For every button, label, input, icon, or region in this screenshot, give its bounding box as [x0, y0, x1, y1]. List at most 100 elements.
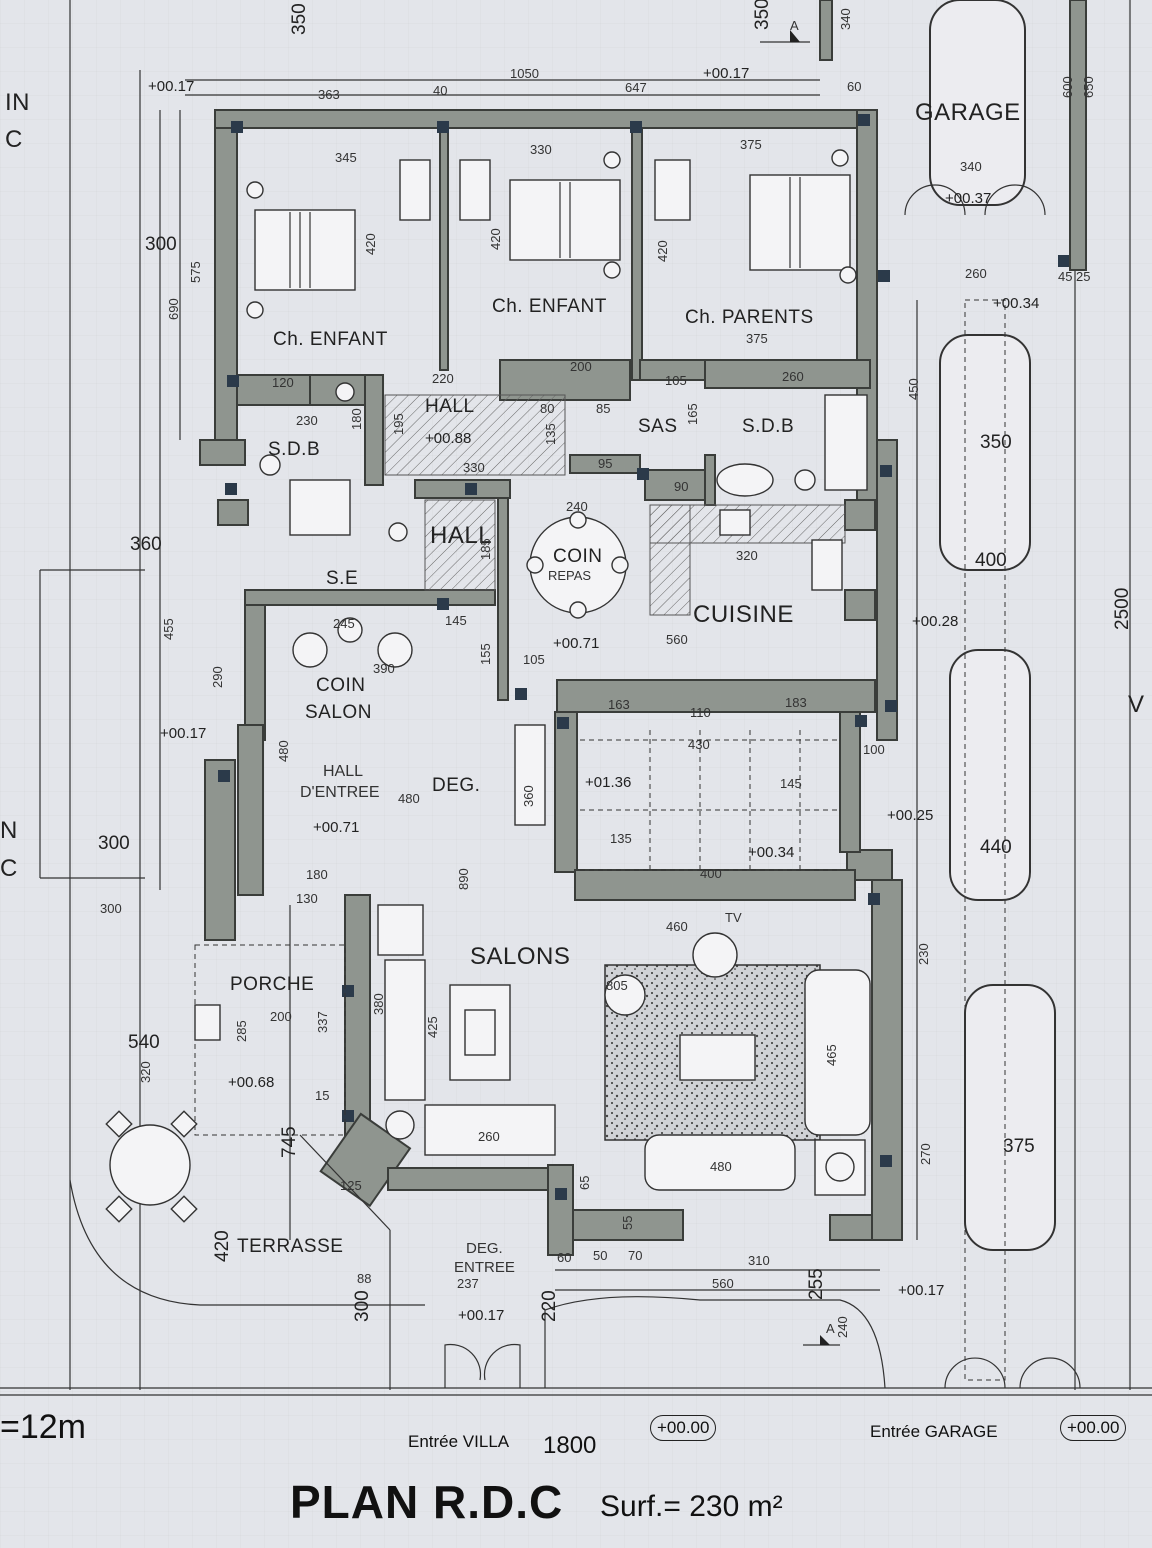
dim-100: 100 [863, 742, 885, 757]
dim-220-b: 220 [539, 1290, 560, 1322]
tv-label: TV [725, 910, 742, 925]
room-coin-salon-1: COIN [316, 675, 366, 696]
dim-270: 270 [918, 1143, 933, 1165]
dim-320-b: 320 [138, 1061, 153, 1083]
dim-420-b: 420 [488, 228, 503, 250]
garage-and-cars [444, 0, 1087, 1389]
dim-95: 95 [598, 456, 612, 471]
dim-350-top: 350 [289, 3, 310, 35]
dim-360: 360 [130, 534, 162, 555]
dim-340-garage: 340 [960, 159, 982, 174]
level-l1: +00.17 [148, 78, 194, 95]
edge-text-left-mid-1: N [0, 817, 18, 844]
level-l4: +00.34 [993, 295, 1039, 312]
dim-185: 185 [478, 538, 493, 560]
dim-40-top: 40 [433, 83, 447, 98]
room-deg-entree-1: DEG. [466, 1240, 503, 1257]
dim-180-b: 180 [306, 867, 328, 882]
interior-partitions [236, 129, 876, 621]
staircase [514, 724, 840, 871]
section-marker-top: A [760, 18, 810, 43]
dim-440-car: 440 [980, 837, 1012, 858]
dim-1050: 1050 [510, 66, 539, 81]
room-hall-entree-2: D'ENTREE [300, 784, 380, 801]
dim-363: 363 [318, 87, 340, 102]
desks [399, 159, 691, 221]
terrace-table [105, 1110, 198, 1223]
room-ch-parents: Ch. PARENTS [685, 307, 814, 328]
room-ch-enfant-2: Ch. ENFANT [492, 296, 607, 317]
dim-200: 200 [570, 359, 592, 374]
dim-60-b: 60 [557, 1250, 571, 1265]
dim-425: 425 [425, 1016, 440, 1038]
dim-420-a: 420 [363, 233, 378, 255]
dim-15: 15 [315, 1088, 329, 1103]
dim-50: 50 [593, 1248, 607, 1263]
footer-dimension-1800: 1800 [543, 1432, 597, 1459]
dim-145: 145 [445, 613, 467, 628]
bathroom-fixtures [259, 382, 868, 542]
level-l11: +00.34 [748, 844, 794, 861]
dimension-lines [159, 79, 918, 1291]
dim-145-b: 145 [780, 776, 802, 791]
scale-label: =12m [0, 1408, 86, 1446]
dim-375-b: 375 [746, 331, 768, 346]
dim-320: 320 [736, 548, 758, 563]
dim-165: 165 [685, 403, 700, 425]
dim-220: 220 [432, 371, 454, 386]
dim-245: 245 [333, 616, 355, 631]
dim-45: 45 [1058, 269, 1072, 284]
dim-70: 70 [628, 1248, 642, 1263]
edge-text-left-mid-2: C [0, 855, 18, 882]
dim-890: 890 [456, 868, 471, 890]
dim-120: 120 [272, 375, 294, 390]
kitchen-counter [649, 504, 846, 616]
dim-575: 575 [188, 261, 203, 283]
dim-375-car: 375 [1003, 1136, 1035, 1157]
dim-260-c: 260 [478, 1129, 500, 1144]
room-cuisine: CUISINE [693, 601, 794, 628]
dim-230-right: 230 [916, 943, 931, 965]
dim-420-d: 420 [212, 1230, 233, 1262]
dim-540: 540 [128, 1032, 160, 1053]
dim-310: 310 [748, 1253, 770, 1268]
room-porche: PORCHE [230, 974, 314, 995]
dim-125: 125 [340, 1178, 362, 1193]
dim-560-b: 560 [712, 1276, 734, 1291]
level-l15: +00.17 [898, 1282, 944, 1299]
dim-85: 85 [596, 401, 610, 416]
room-coin-repas-2: REPAS [548, 568, 591, 583]
room-se: S.E [326, 568, 358, 589]
dim-380: 380 [371, 993, 386, 1015]
dim-340-top: 340 [838, 8, 853, 30]
dim-400-car: 400 [975, 550, 1007, 571]
dim-480-c: 480 [710, 1159, 732, 1174]
dim-260-b: 260 [782, 369, 804, 384]
exterior-walls [199, 109, 903, 1256]
hall-floor-hatching [384, 394, 566, 591]
plan-title: PLAN R.D.C [290, 1476, 564, 1528]
dim-290: 290 [210, 666, 225, 688]
dim-300-low: 300 [100, 901, 122, 916]
dim-135: 135 [543, 423, 558, 445]
dim-350-top-2: 350 [752, 0, 773, 30]
dim-647: 647 [625, 80, 647, 95]
room-deg-entree-2: ENTREE [454, 1259, 515, 1276]
dim-455: 455 [161, 618, 176, 640]
dim-200-porche: 200 [270, 1009, 292, 1024]
level-l12: +00.25 [887, 807, 933, 824]
section-marker-top-label: A [790, 18, 799, 33]
level-l9: +00.71 [313, 819, 359, 836]
dim-183: 183 [785, 695, 807, 710]
level-l5: +00.88 [425, 430, 471, 447]
edge-text-left-top-1: IN [5, 89, 30, 116]
level-l14: +00.17 [458, 1307, 504, 1324]
dim-65: 65 [577, 1176, 592, 1190]
room-hall-entree-1: HALL [323, 763, 363, 780]
dim-600: 600 [1060, 76, 1075, 98]
dim-400-stairs: 400 [700, 866, 722, 881]
dim-60-top: 60 [847, 79, 861, 94]
room-terrasse: TERRASSE [237, 1236, 343, 1257]
